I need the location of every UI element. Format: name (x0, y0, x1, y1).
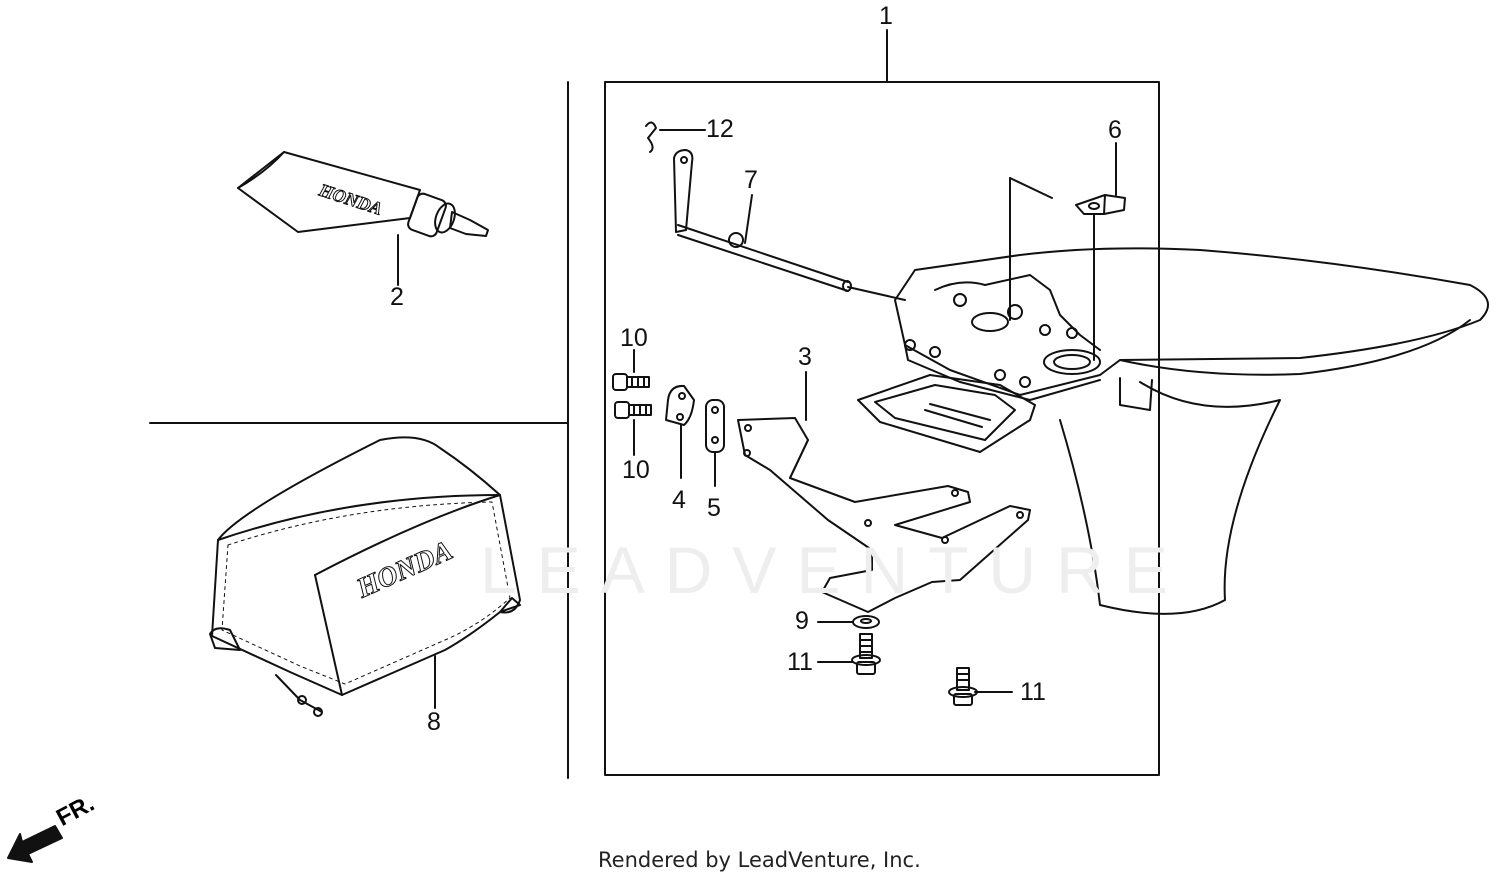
shift-rod-icon (645, 121, 906, 301)
assembly-frame (604, 81, 1160, 776)
watermark-text: LEADVENTURE (480, 533, 1188, 607)
callout-9: 9 (795, 607, 809, 635)
callout-1: 1 (879, 2, 893, 30)
tube-brand-text: HONDA (316, 179, 385, 218)
callout-7: 7 (744, 166, 758, 194)
callout-11-right: 11 (1020, 678, 1046, 706)
bolt-11a-icon (851, 633, 881, 675)
front-direction-arrow-icon (7, 825, 63, 863)
engine-cover-icon: HONDA (209, 436, 521, 717)
render-credit: Rendered by LeadVenture, Inc. (598, 848, 921, 872)
mount-bracket-icon (737, 417, 1031, 613)
small-bracket-icon (1075, 194, 1126, 361)
callout-11-left: 11 (787, 648, 813, 676)
lower-case-icon (857, 247, 1489, 615)
callout-5: 5 (707, 494, 721, 522)
grease-tube-icon: HONDA (237, 151, 489, 238)
callout-8: 8 (427, 708, 441, 736)
washer-icon (852, 615, 880, 629)
callout-12: 12 (706, 115, 734, 143)
bolt-10b-icon (614, 401, 652, 419)
cover-brand-text: HONDA (351, 535, 457, 605)
bolt-10a-icon (612, 373, 650, 391)
pointer-line (1009, 177, 1053, 199)
bolt-11b-icon (948, 667, 978, 706)
callout-3: 3 (798, 343, 812, 371)
callout-10-upper: 10 (620, 324, 648, 352)
clamp-plate-icon (705, 399, 725, 453)
callout-4: 4 (672, 486, 686, 514)
callout-2: 2 (390, 283, 404, 311)
callout-6: 6 (1108, 116, 1122, 144)
callout-10-lower: 10 (622, 456, 650, 484)
cable-clamp-icon (665, 384, 695, 426)
